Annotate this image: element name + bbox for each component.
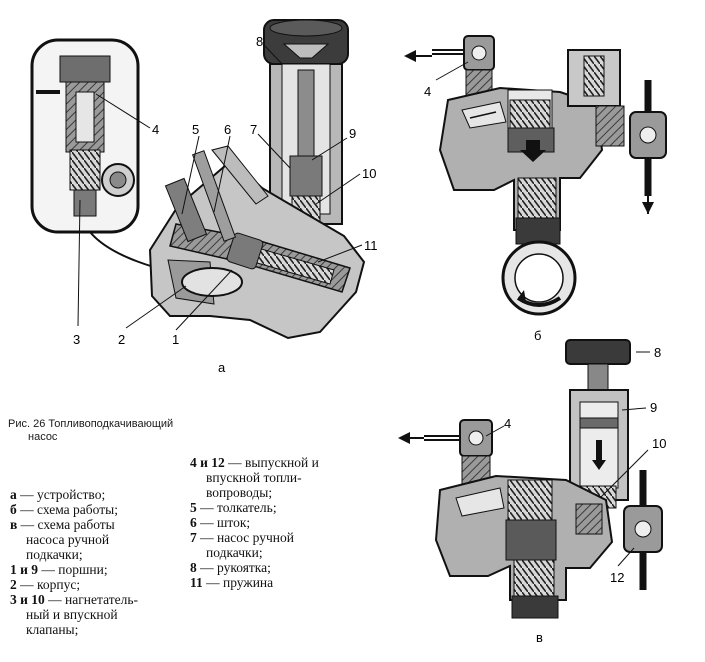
legend-row: 6 — шток; [190,515,370,530]
pusher [164,177,208,243]
legend-text: — устройство; [16,487,106,502]
panel-a-callouts [77,45,363,331]
panel-label-v: в [536,630,543,645]
legend-key: а [10,487,17,502]
panel-label-a: а [218,360,226,375]
legend-key: 6 [190,515,197,530]
legend-key: 4 и 12 [190,455,225,470]
legend-text: ный и впускной [26,607,118,622]
legend-row: 3 и 10 — нагнетатель- [10,592,180,607]
legend-text: насоса ручной [26,532,110,547]
caption-line-2: насос [28,431,58,443]
legend-text: подкачки; [206,545,263,560]
legend-text: — корпус; [16,577,81,592]
figure-caption: Рис. 26 Топливоподкачивающий насос [8,418,173,444]
legend-row: 7 — насос ручной [190,530,370,545]
legend-key: 2 [10,577,17,592]
legend-row: клапаны; [10,622,180,637]
callout-4-b: 4 [424,84,431,99]
legend-row: подкачки; [10,547,180,562]
legend-text: — поршни; [38,562,108,577]
legend-text: — рукоятка; [196,560,271,575]
legend-row: б — схема работы; [10,502,180,517]
callout-7-a: 7 [250,122,257,137]
legend-key: 8 [190,560,197,575]
legend-key: 11 [190,575,203,590]
legend-text: — выпускной и [224,455,319,470]
callout-11-a: 11 [364,238,378,253]
legend-text: клапаны; [26,622,79,637]
legend-text: — толкатель; [196,500,277,515]
legend-row: а — устройство; [10,487,180,502]
legend-row: впускной топли- [190,470,370,485]
panel-v-scheme [398,339,663,619]
legend-row: 11 — пружина [190,575,370,590]
legend-row: 1 и 9 — поршни; [10,562,180,577]
legend-key: б [10,502,17,517]
legend-text: — схема работы [17,517,115,532]
legend-text: — насос ручной [196,530,294,545]
handle-v [565,339,631,365]
legend-row: 2 — корпус; [10,577,180,592]
legend-text: впускной топли- [206,470,302,485]
legend-key: 3 и 10 [10,592,45,607]
callout-1-a: 1 [172,332,179,347]
callout-4-v: 4 [504,416,511,431]
panel-b-scheme [404,35,667,316]
legend-key: 5 [190,500,197,515]
legend-left: а — устройство;б — схема работы;в — схем… [10,487,180,637]
legend-row: подкачки; [190,545,370,560]
callout-8-v: 8 [654,345,661,360]
callout-8-a: 8 [256,34,263,49]
legend-text: — схема работы; [16,502,118,517]
panel-label-b: б [534,328,541,343]
callout-6-a: 6 [224,122,231,137]
panel-a-device [30,19,366,340]
legend-row: вопроводы; [190,485,370,500]
legend-text: вопроводы; [206,485,273,500]
callout-12-v: 12 [610,570,624,585]
legend-row: 5 — толкатель; [190,500,370,515]
callout-3-a: 3 [73,332,80,347]
legend-row: 8 — рукоятка; [190,560,370,575]
legend-text: — нагнетатель- [44,592,138,607]
legend-text: — пружина [202,575,274,590]
callout-10-a: 10 [362,166,376,181]
legend-text: — шток; [196,515,251,530]
callout-9-a: 9 [349,126,356,141]
caption-line-1: Рис. 26 Топливоподкачивающий [8,418,174,430]
callout-10-v: 10 [652,436,666,451]
legend-text: подкачки; [26,547,83,562]
stem [191,150,237,242]
outlet-arrow-v [398,432,410,444]
callout-2-a: 2 [118,332,125,347]
legend-key: 7 [190,530,197,545]
legend-key: 1 и 9 [10,562,39,577]
legend-row: насоса ручной [10,532,180,547]
callout-5-a: 5 [192,122,199,137]
callout-4-a: 4 [152,122,159,137]
legend-row: в — схема работы [10,517,180,532]
legend-row: 4 и 12 — выпускной и [190,455,370,470]
legend-key: в [10,517,18,532]
legend-row: ный и впускной [10,607,180,622]
callout-9-v: 9 [650,400,657,415]
outlet-arrow-b [404,50,416,62]
